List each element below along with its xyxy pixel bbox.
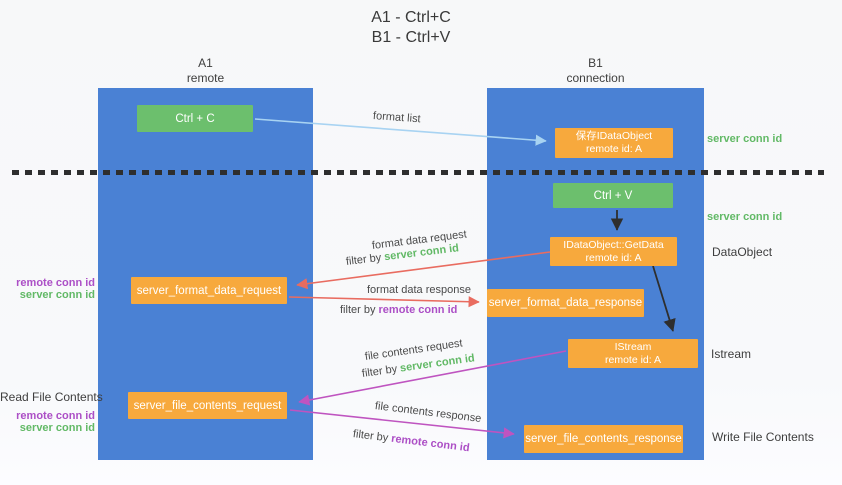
node-server-file-contents-response: server_file_contents_response [524,425,683,453]
title-line-1: A1 - Ctrl+C [371,9,451,26]
annotation-conn-ids-left-2: remote conn id server conn id [0,410,95,434]
label-filter-by-text-1: filter by [345,251,385,268]
annotation-remote-conn-id-2: remote conn id [16,410,95,422]
annotation-server-conn-id-left-2: server conn id [19,421,95,434]
phase-separator-dashed-line [12,170,824,175]
lane-header-a1: A1 remote [98,56,313,86]
label-filter-by-remote-conn-1: filter by remote conn id [340,304,457,316]
label-remote-conn-id-value-2: remote conn id [390,432,471,455]
label-filter-by-text-4: filter by [352,428,392,445]
title-line-2: B1 - Ctrl+V [371,29,451,46]
format-data-response-arrow [288,296,480,308]
lane-b1-subtitle: connection [566,71,625,85]
node-getdata-line1: IDataObject::GetData [563,238,664,251]
annotation-remote-conn-id-1: remote conn id [16,277,95,289]
node-ctrl-v-label: Ctrl + V [593,189,633,202]
node-ctrl-c: Ctrl + C [137,105,253,132]
node-save-line1: 保存IDataObject [575,130,653,142]
label-format-list: format list [372,110,421,126]
lane-header-b1: B1 connection [487,56,704,86]
node-ctrl-c-label: Ctrl + C [175,112,215,125]
label-filter-by-remote-conn-2: filter by remote conn id [352,428,470,454]
node-file-response-label: server_file_contents_response [525,433,682,445]
annotation-istream: Istream [711,347,752,361]
node-file-request-label: server_file_contents_request [133,399,282,412]
node-server-format-data-request: server_format_data_request [131,277,287,304]
lane-a1-name: A1 [198,56,213,70]
annotation-server-conn-id-left-1: server conn id [19,288,95,301]
node-save-line2: remote id: A [585,143,643,155]
node-format-request-label: server_format_data_request [136,284,282,297]
annotation-dataobject: DataObject [712,245,773,259]
node-istream-line2: remote id: A [604,353,662,366]
label-format-data-response: format data response [367,284,471,296]
label-remote-conn-id-value-1: remote conn id [378,304,458,316]
node-istream: IStream remote id: A [568,339,698,368]
node-idataobject-getdata: IDataObject::GetData remote id: A [550,237,677,266]
diagram-title: A1 - Ctrl+C B1 - Ctrl+V [280,8,542,48]
node-ctrl-v: Ctrl + V [553,183,673,208]
node-getdata-line2: remote id: A [585,251,642,264]
node-format-response-label: server_format_data_response [488,297,643,309]
annotation-read-file-contents: Read File Contents [0,390,103,404]
lane-b1-name: B1 [588,56,603,70]
annotation-server-conn-id-1: server conn id [707,133,783,145]
annotation-write-file-contents: Write File Contents [712,430,814,444]
label-file-contents-response: file contents response [374,400,482,425]
label-filter-by-text-3: filter by [361,362,401,380]
lane-a1-subtitle: remote [186,71,225,85]
annotation-conn-ids-left-1: remote conn id server conn id [0,277,95,301]
node-istream-line1: IStream [614,340,652,353]
annotation-server-conn-id-2: server conn id [707,211,783,223]
label-filter-by-text-2: filter by [340,304,379,316]
node-server-format-data-response: server_format_data_response [487,289,644,317]
node-server-file-contents-request: server_file_contents_request [128,392,287,419]
node-save-idataobject: 保存IDataObject remote id: A [555,128,673,158]
